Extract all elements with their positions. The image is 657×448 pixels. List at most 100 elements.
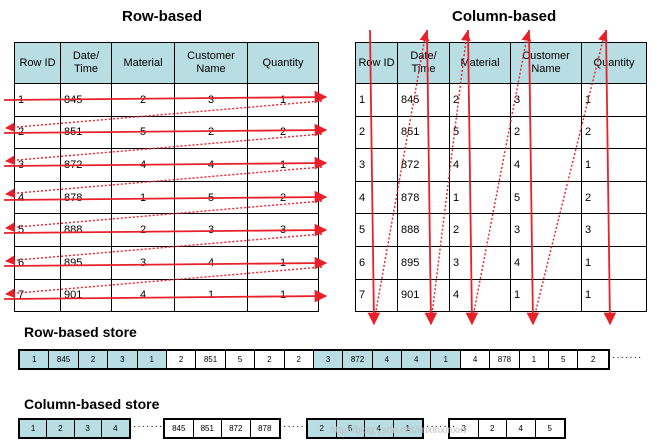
row-store-cell: 4: [372, 351, 403, 368]
row-based-header-cell: Material: [111, 42, 175, 84]
row-store-cell: 2: [285, 351, 314, 368]
column-based-header-cell: Quantity: [581, 42, 647, 84]
row-store-cell: 2: [590, 355, 596, 364]
row-store-cell: 3: [108, 351, 138, 368]
column-store-cell: 5: [336, 420, 365, 437]
row-based-cell: 1: [247, 148, 319, 182]
column-based-cell: 851: [397, 115, 450, 150]
row-store-cell: 3: [313, 351, 344, 368]
column-based-cell: 4: [510, 245, 582, 280]
column-based-cell: 901: [397, 278, 450, 313]
column-based-header-cell: Material: [449, 42, 511, 84]
row-store-cell: 1: [20, 351, 50, 368]
row-store-cell: 2: [78, 351, 109, 368]
row-based-cell: 1: [247, 245, 319, 280]
row-based-cell: 878: [60, 180, 112, 215]
column-store-cell: 878: [258, 424, 272, 433]
row-based-cell: 845: [60, 83, 112, 117]
row-based-header-cell: Date/ Time: [60, 42, 112, 84]
column-store-cell: 1: [393, 420, 422, 437]
column-based-cell: 845: [397, 83, 450, 117]
column-based-cell: 2: [355, 115, 398, 150]
row-based-cell: 4: [174, 245, 248, 280]
column-based-cell: 7: [355, 278, 398, 313]
column-based-cell: 2: [581, 180, 647, 215]
column-based-cell: 1: [581, 148, 647, 182]
column-based-cell: 1: [581, 83, 647, 117]
row-store-cell: 2: [255, 351, 285, 368]
row-based-cell: 4: [111, 278, 175, 313]
row-store-cell: 1: [431, 351, 461, 368]
row-based-cell: 5: [14, 213, 61, 247]
column-store-cell: 4: [507, 420, 536, 437]
row-based-cell: 2: [111, 213, 175, 247]
column-based-cell: 3: [355, 148, 398, 182]
column-based-cell: 872: [397, 148, 450, 182]
row-based-cell: 3: [247, 213, 319, 247]
row-store-cell: 4: [461, 351, 491, 368]
column-based-cell: 6: [355, 245, 398, 280]
column-store-cell: 3: [450, 420, 479, 437]
column-based-cell: 2: [449, 213, 511, 247]
row-based-cell: 851: [60, 115, 112, 150]
column-store-cell: 851: [194, 420, 222, 437]
row-based-cell: 3: [111, 245, 175, 280]
column-store-cell: 845: [165, 420, 194, 437]
row-store-continuation: ·······: [612, 352, 643, 363]
row-based-header-cell: Row ID: [14, 42, 61, 84]
column-store-title: Column-based store: [24, 396, 160, 412]
row-based-cell: 3: [14, 148, 61, 182]
row-based-cell: 888: [60, 213, 112, 247]
column-based-cell: 1: [355, 83, 398, 117]
row-based-cell: 4: [111, 148, 175, 182]
column-based-cell: 4: [355, 180, 398, 215]
column-based-cell: 2: [510, 115, 582, 150]
column-based-cell: 4: [510, 148, 582, 182]
row-based-cell: 4: [14, 180, 61, 215]
row-based-cell: 2: [174, 115, 248, 150]
column-based-cell: 1: [449, 180, 511, 215]
row-based-cell: 5: [174, 180, 248, 215]
row-based-cell: 1: [14, 83, 61, 117]
column-store-separator: ·······: [133, 421, 164, 432]
row-store-cell: 5: [549, 351, 579, 368]
column-based-cell: 1: [510, 278, 582, 313]
column-based-cell: 3: [510, 213, 582, 247]
column-based-title: Column-based: [452, 8, 557, 25]
row-store-cell: 851: [196, 351, 226, 368]
row-based-cell: 5: [111, 115, 175, 150]
column-based-cell: 5: [355, 213, 398, 247]
watermark: http://blog.csdn.net/linxinxinxin: [330, 425, 466, 436]
column-based-cell: 2: [449, 83, 511, 117]
column-store-cell: 2: [47, 420, 75, 437]
row-based-header-cell: Quantity: [247, 42, 319, 84]
row-based-cell: 895: [60, 245, 112, 280]
row-based-cell: 3: [174, 83, 248, 117]
row-store-cell: 845: [49, 351, 79, 368]
column-based-header-cell: Date/ Time: [397, 42, 450, 84]
row-based-cell: 901: [60, 278, 112, 313]
row-store-cell: 1: [137, 351, 167, 368]
row-based-cell: 2: [111, 83, 175, 117]
column-based-cell: 888: [397, 213, 450, 247]
row-store-cell: 1: [520, 351, 550, 368]
